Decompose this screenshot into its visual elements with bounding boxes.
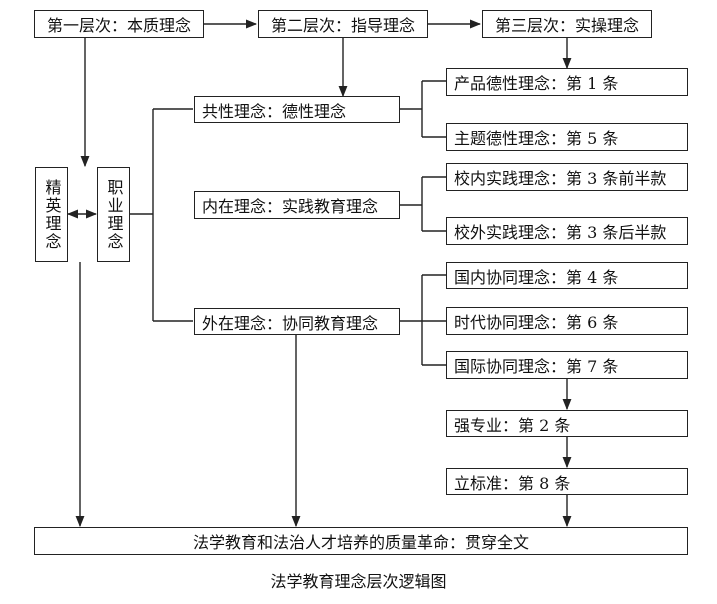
campus-out-label: 校外实践理念：第 3 条后半款 bbox=[454, 223, 667, 242]
quality-revolution-label: 法学教育和法治人才培养的质量革命：贯穿全文 bbox=[192, 533, 529, 552]
vocational-box: 职业理念 bbox=[97, 167, 130, 262]
era-box: 时代协同理念：第 6 条 bbox=[446, 307, 688, 335]
era-label: 时代协同理念：第 6 条 bbox=[454, 313, 619, 332]
level2-box: 第二层次：指导理念 bbox=[258, 10, 428, 38]
standard-label: 立标准：第 8 条 bbox=[454, 473, 571, 493]
internal-concept-box: 内在理念：实践教育理念 bbox=[194, 191, 400, 219]
common-concept-label: 共性理念：德性理念 bbox=[202, 101, 347, 121]
level1-box: 第一层次：本质理念 bbox=[34, 10, 204, 38]
campus-out-box: 校外实践理念：第 3 条后半款 bbox=[446, 217, 688, 245]
level3-label: 第三层次：实操理念 bbox=[494, 16, 639, 35]
domestic-label: 国内协同理念：第 4 条 bbox=[454, 267, 619, 287]
campus-in-box: 校内实践理念：第 3 条前半款 bbox=[446, 163, 688, 191]
strengthen-box: 强专业：第 2 条 bbox=[446, 410, 688, 437]
vocational-label: 职业理念 bbox=[104, 178, 124, 251]
figure-caption: 法学教育理念层次逻辑图 bbox=[270, 572, 447, 591]
level1-label: 第一层次：本质理念 bbox=[46, 16, 191, 35]
strengthen-label: 强专业：第 2 条 bbox=[454, 415, 571, 435]
elite-box: 精英理念 bbox=[35, 167, 68, 262]
external-concept-label: 外在理念：协同教育理念 bbox=[202, 313, 379, 333]
campus-in-label: 校内实践理念：第 3 条前半款 bbox=[454, 169, 667, 188]
theme-moral-box: 主题德性理念：第 5 条 bbox=[446, 123, 688, 151]
common-concept-box: 共性理念：德性理念 bbox=[194, 96, 400, 123]
international-label: 国际协同理念：第 7 条 bbox=[454, 357, 619, 376]
quality-revolution-box: 法学教育和法治人才培养的质量革命：贯穿全文 bbox=[34, 527, 688, 555]
domestic-box: 国内协同理念：第 4 条 bbox=[446, 262, 688, 289]
level2-label: 第二层次：指导理念 bbox=[270, 16, 415, 35]
product-moral-label: 产品德性理念：第 1 条 bbox=[454, 74, 619, 93]
product-moral-box: 产品德性理念：第 1 条 bbox=[446, 68, 688, 96]
international-box: 国际协同理念：第 7 条 bbox=[446, 351, 688, 379]
level3-box: 第三层次：实操理念 bbox=[482, 10, 652, 38]
elite-label: 精英理念 bbox=[42, 178, 62, 251]
theme-moral-label: 主题德性理念：第 5 条 bbox=[454, 129, 619, 148]
standard-box: 立标准：第 8 条 bbox=[446, 468, 688, 495]
internal-concept-label: 内在理念：实践教育理念 bbox=[202, 197, 379, 216]
external-concept-box: 外在理念：协同教育理念 bbox=[194, 308, 400, 335]
